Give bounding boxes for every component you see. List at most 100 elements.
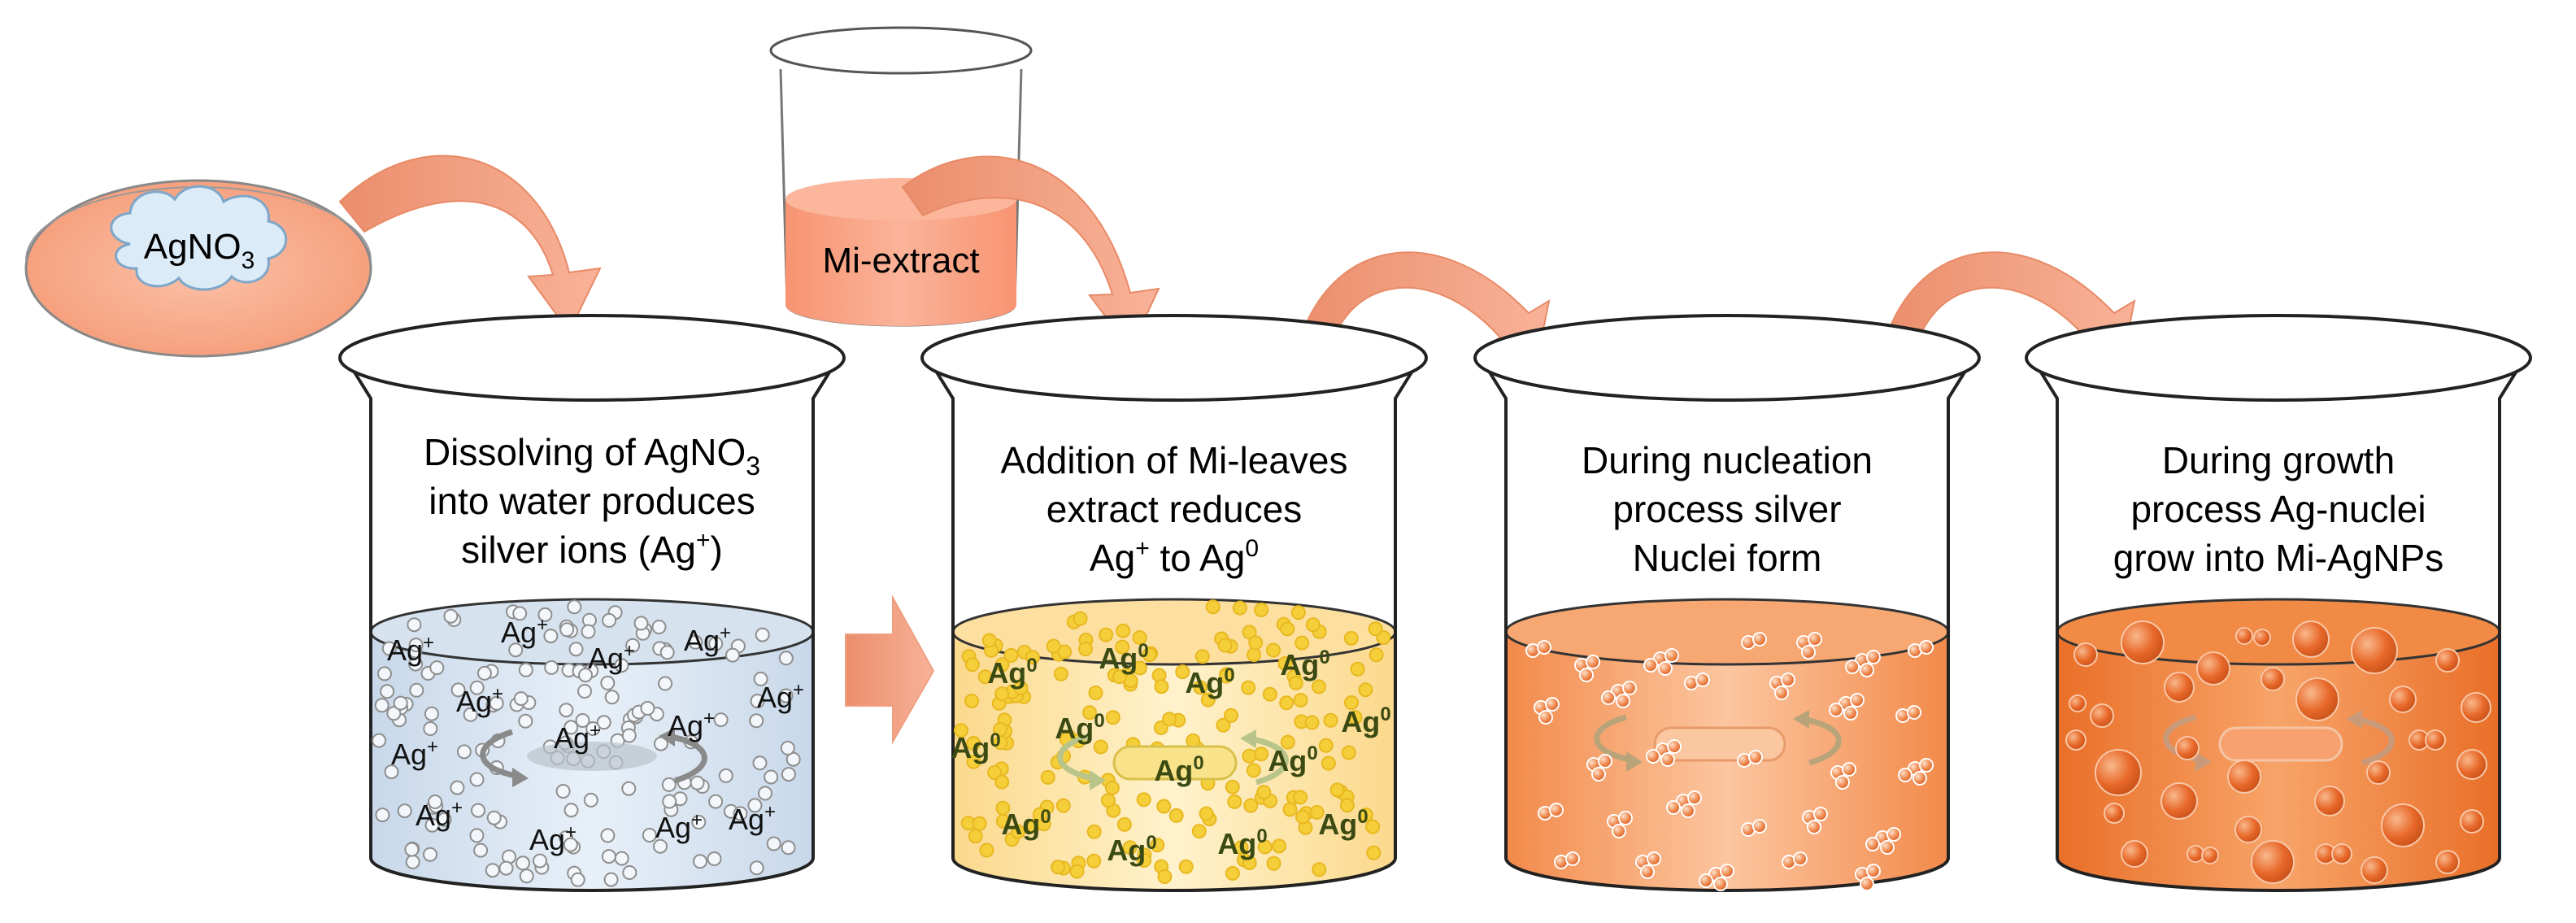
water-molecule xyxy=(374,698,389,713)
water-molecule xyxy=(658,676,673,691)
silver-nucleus xyxy=(1666,800,1681,815)
water-molecule xyxy=(424,817,440,833)
water-molecule xyxy=(778,651,794,666)
ion-label: Ag0 xyxy=(1280,647,1329,681)
silver-nanoparticle xyxy=(2104,803,2125,824)
water-molecule xyxy=(469,772,485,787)
silver-nucleus xyxy=(1793,851,1808,866)
ion-label: Ag0 xyxy=(1099,640,1148,675)
yellow-particle xyxy=(1266,856,1281,871)
yellow-particle xyxy=(1053,666,1068,681)
water-molecule xyxy=(622,865,637,880)
dish-label: AgNO3 xyxy=(144,227,255,274)
water-molecule xyxy=(601,849,616,864)
yellow-particle xyxy=(1162,712,1177,727)
water-molecule xyxy=(559,703,574,718)
ion-label: Ag0 xyxy=(951,729,1000,764)
yellow-particle xyxy=(1365,819,1381,834)
water-molecule xyxy=(708,794,724,809)
water-molecule xyxy=(614,851,629,866)
yellow-particle xyxy=(1217,638,1233,653)
water-molecule xyxy=(603,872,619,887)
yellow-particle xyxy=(1156,799,1172,814)
water-molecule xyxy=(404,842,420,857)
yellow-particle xyxy=(1142,647,1157,663)
step4-caption-line3: grow into Mi-AgNPs xyxy=(2113,537,2443,579)
water-molecule xyxy=(437,812,452,827)
silver-nucleus xyxy=(1591,767,1606,782)
silver-nanoparticle xyxy=(2361,856,2388,884)
silver-nucleus xyxy=(1752,819,1767,834)
ion-label: Ag+ xyxy=(387,632,434,667)
yellow-particle xyxy=(1295,809,1310,825)
water-molecule xyxy=(485,863,500,878)
water-molecule xyxy=(567,599,582,615)
yellow-particle xyxy=(1280,734,1295,750)
yellow-particle xyxy=(1254,747,1269,762)
silver-nanoparticle xyxy=(2121,840,2148,868)
yellow-particle xyxy=(1266,642,1281,658)
beaker-nucleation: During nucleation process silver Nuclei … xyxy=(1473,314,1981,892)
ion-label: Ag+ xyxy=(529,821,577,856)
silver-nucleus xyxy=(1835,775,1850,790)
yellow-particle xyxy=(964,657,980,673)
water-molecule xyxy=(564,720,579,735)
silver-nucleus xyxy=(1860,663,1874,677)
silver-nucleus xyxy=(1622,681,1637,695)
yellow-particle xyxy=(993,735,1008,751)
water-molecule xyxy=(688,634,703,650)
ion-label: Ag+ xyxy=(668,707,715,742)
silver-nucleus xyxy=(1842,762,1856,777)
silver-nanoparticle xyxy=(2069,694,2086,712)
silver-nucleus xyxy=(1801,645,1816,660)
silver-nucleus xyxy=(1808,632,1822,647)
yellow-particle xyxy=(1358,682,1373,698)
water-molecule xyxy=(780,740,795,755)
curved-arrow-icon xyxy=(901,155,1160,351)
water-molecule xyxy=(583,792,598,808)
water-molecule xyxy=(602,612,617,628)
water-molecule xyxy=(766,836,781,851)
silver-nucleus xyxy=(1781,673,1795,687)
yellow-particle xyxy=(1224,707,1238,723)
yellow-particle xyxy=(1262,686,1277,702)
yellow-particle xyxy=(1073,611,1088,626)
yellow-particle xyxy=(1168,808,1184,823)
ion-label: Ag0 xyxy=(1268,742,1317,777)
water-molecule xyxy=(443,608,459,624)
yellow-particle xyxy=(1040,769,1055,785)
silver-nucleus xyxy=(1681,803,1695,818)
yellow-particle xyxy=(972,816,987,831)
stir-arrow-icon xyxy=(1594,714,1635,764)
yellow-particle xyxy=(1368,621,1383,637)
yellow-particle xyxy=(1157,869,1173,884)
silver-nanoparticles xyxy=(2065,620,2491,884)
silver-nanoparticle xyxy=(2295,677,2339,721)
silver-nucleus xyxy=(1866,650,1881,664)
silver-nucleus xyxy=(1850,693,1865,707)
silver-nanoparticle xyxy=(2095,749,2142,796)
silver-nucleus xyxy=(1813,807,1828,821)
stir-arrow-icon xyxy=(480,729,521,780)
ion-label: Ag+ xyxy=(501,614,548,649)
silver-nucleus xyxy=(1545,697,1560,712)
silver-nanoparticle xyxy=(2331,843,2352,864)
yellow-particle xyxy=(1003,647,1019,663)
yellow-particle xyxy=(968,829,983,844)
yellow-particle xyxy=(1256,785,1272,800)
yellow-particle xyxy=(1191,824,1207,839)
water-molecule xyxy=(753,671,768,686)
silver-nanoparticle xyxy=(2351,627,2398,674)
yellow-particle xyxy=(1205,599,1221,615)
silver-nucleus xyxy=(1618,811,1633,825)
yellow-particle xyxy=(1154,679,1169,694)
yellow-particle xyxy=(1137,853,1152,868)
water-molecule xyxy=(498,860,514,876)
water-molecule xyxy=(621,781,637,796)
yellow-particle xyxy=(1305,617,1321,633)
water-molecule xyxy=(519,869,534,884)
cloud-icon xyxy=(110,185,288,291)
water-molecule xyxy=(473,842,489,858)
